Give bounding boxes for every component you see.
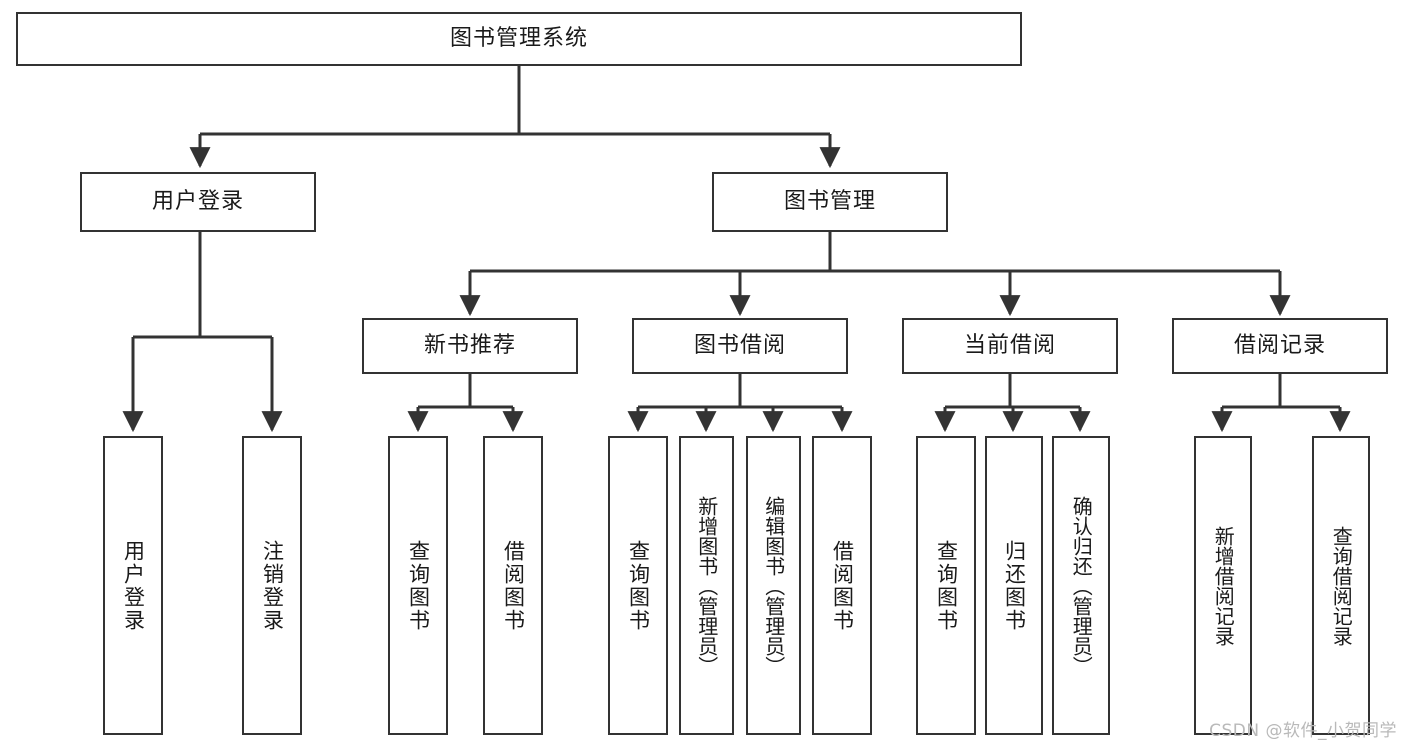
node-user-login[interactable]: 用户登录 [80, 172, 316, 232]
leaf-query-book-borrow[interactable]: 查询图书 [608, 436, 668, 735]
leaf-label: 新增图书（管理员） [694, 495, 719, 676]
leaf-borrow-book-borrow[interactable]: 借阅图书 [812, 436, 872, 735]
leaf-query-book-new-recommend[interactable]: 查询图书 [388, 436, 448, 735]
leaf-add-borrow-record[interactable]: 新增借阅记录 [1194, 436, 1252, 735]
leaf-label: 新增借阅记录 [1211, 525, 1236, 646]
leaf-add-book-admin[interactable]: 新增图书（管理员） [679, 436, 734, 735]
leaf-label: 查询图书 [934, 539, 959, 632]
leaf-query-borrow-record[interactable]: 查询借阅记录 [1312, 436, 1370, 735]
node-label: 当前借阅 [963, 332, 1056, 358]
leaf-label: 查询图书 [406, 539, 431, 632]
leaf-label: 借阅图书 [501, 539, 526, 632]
node-label: 用户登录 [151, 188, 244, 214]
leaf-label: 查询图书 [626, 539, 651, 632]
leaf-label: 查询借阅记录 [1329, 525, 1354, 646]
leaf-label: 确认归还（管理员） [1069, 495, 1094, 676]
node-book-borrow[interactable]: 图书借阅 [632, 318, 848, 374]
leaf-logout-login[interactable]: 注销登录 [242, 436, 302, 735]
node-label: 新书推荐 [423, 332, 516, 358]
leaf-user-login[interactable]: 用户登录 [103, 436, 163, 735]
leaf-label: 归还图书 [1002, 539, 1027, 632]
leaf-return-book[interactable]: 归还图书 [985, 436, 1043, 735]
node-label: 图书管理 [783, 188, 876, 214]
node-label: 图书管理系统 [449, 25, 588, 51]
leaf-edit-book-admin[interactable]: 编辑图书（管理员） [746, 436, 801, 735]
leaf-borrow-book-new-recommend[interactable]: 借阅图书 [483, 436, 543, 735]
leaf-confirm-return-admin[interactable]: 确认归还（管理员） [1052, 436, 1110, 735]
leaf-label: 注销登录 [260, 539, 285, 632]
leaf-query-book-current[interactable]: 查询图书 [916, 436, 976, 735]
node-label: 图书借阅 [693, 332, 786, 358]
leaf-label: 借阅图书 [830, 539, 855, 632]
node-current-borrow[interactable]: 当前借阅 [902, 318, 1118, 374]
node-borrow-record[interactable]: 借阅记录 [1172, 318, 1388, 374]
node-label: 借阅记录 [1233, 332, 1326, 358]
node-root-book-management-system[interactable]: 图书管理系统 [16, 12, 1022, 66]
node-new-book-recommend[interactable]: 新书推荐 [362, 318, 578, 374]
leaf-label: 编辑图书（管理员） [761, 495, 786, 676]
node-book-management[interactable]: 图书管理 [712, 172, 948, 232]
csdn-watermark: CSDN @软件_小贺同学 [1209, 721, 1397, 741]
leaf-label: 用户登录 [121, 539, 146, 632]
